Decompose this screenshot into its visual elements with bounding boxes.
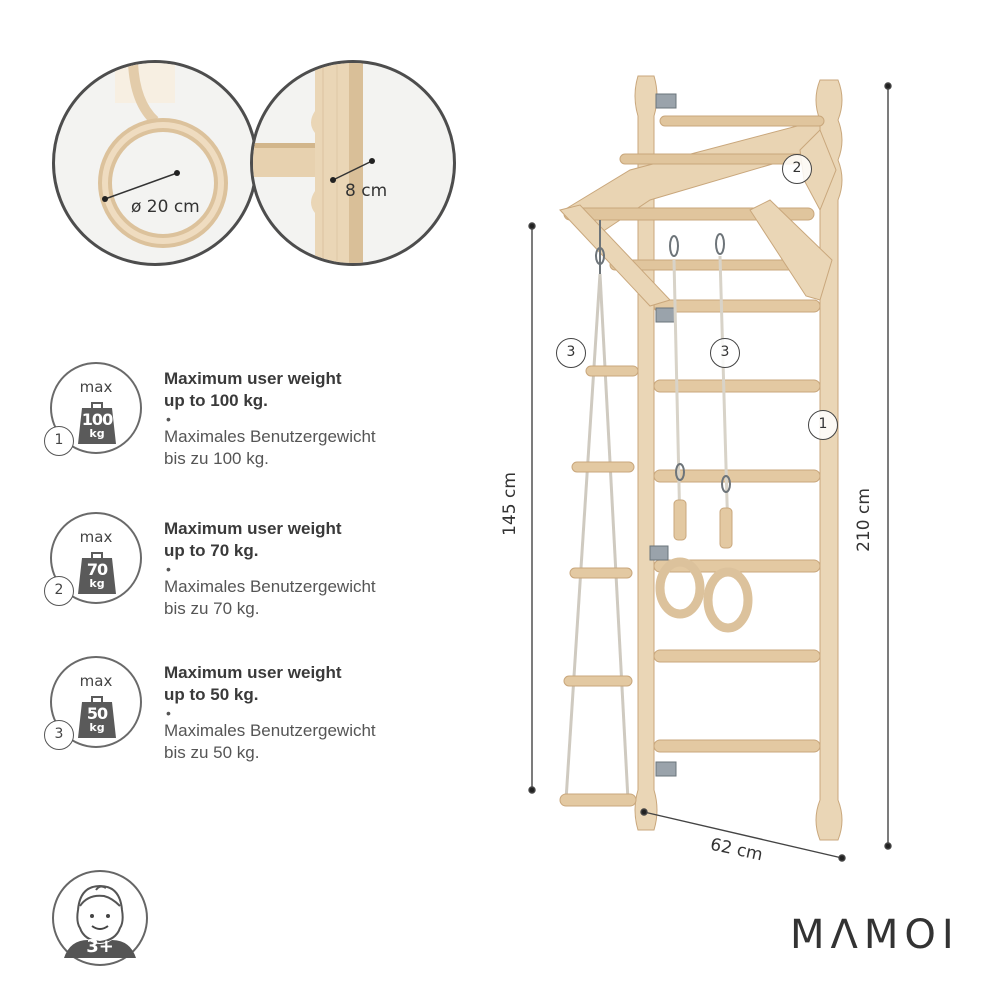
weight-value: 70	[86, 560, 108, 579]
weight-description: Maximum user weight up to 50 kg. • Maxim…	[164, 662, 454, 764]
bullet-separator: •	[166, 705, 171, 721]
weight-unit: kg	[89, 427, 105, 440]
weight-value: 50	[86, 704, 108, 723]
bullet-separator: •	[166, 411, 171, 427]
marker-ladder: 3	[556, 338, 586, 368]
weight-en-line1: Maximum user weight	[164, 663, 342, 682]
kg-weight-icon: 50 kg	[78, 694, 116, 738]
ring-detail-circle: ø 20 cm	[52, 60, 258, 266]
weight-badge: 1	[44, 426, 74, 456]
weight-unit: kg	[89, 577, 105, 590]
bar-detail-circle: 8 cm	[250, 60, 456, 266]
weight-row-2: max 70 kg 2 Maximum user weight up to 70…	[40, 512, 440, 622]
weight-en-line1: Maximum user weight	[164, 369, 342, 388]
kg-weight-icon: 70 kg	[78, 550, 116, 594]
weight-en-line1: Maximum user weight	[164, 519, 342, 538]
weight-en-line2: up to 100 kg.	[164, 391, 268, 410]
weight-badge: 2	[44, 576, 74, 606]
max-label: max	[79, 528, 113, 546]
weight-de-line2: bis zu 100 kg.	[164, 449, 269, 468]
weight-de-line1: Maximales Benutzergewicht	[164, 427, 376, 446]
climbing-wall-illustration	[559, 75, 843, 841]
marker-wall: 1	[808, 410, 838, 440]
weight-unit: kg	[89, 721, 105, 734]
marker-rings: 3	[710, 338, 740, 368]
weight-de-line2: bis zu 50 kg.	[164, 743, 260, 762]
height-ladder-label: 145 cm	[499, 472, 520, 536]
weight-description: Maximum user weight up to 100 kg. • Maxi…	[164, 368, 454, 470]
weight-row-1: max 100 kg 1 Maximum user weight up to 1…	[40, 362, 440, 472]
weight-value: 100	[81, 410, 113, 429]
kg-weight-icon: 100 kg	[78, 400, 116, 444]
height-total-label: 210 cm	[853, 488, 874, 552]
weight-de-line2: bis zu 70 kg.	[164, 599, 260, 618]
age-badge: 3+	[52, 870, 148, 966]
gymnastic-ring-icon	[98, 63, 228, 248]
weight-de-line1: Maximales Benutzergewicht	[164, 577, 376, 596]
weight-en-line2: up to 50 kg.	[164, 685, 259, 704]
age-label: 3+	[86, 936, 114, 957]
ring-diameter-label: ø 20 cm	[131, 197, 200, 217]
weight-badge: 3	[44, 720, 74, 750]
marker-bar: 2	[782, 154, 812, 184]
child-face-icon	[64, 884, 136, 958]
weight-description: Maximum user weight up to 70 kg. • Maxim…	[164, 518, 454, 620]
bar-width-label: 8 cm	[345, 181, 388, 201]
weight-row-3: max 50 kg 3 Maximum user weight up to 50…	[40, 656, 440, 766]
wooden-post-icon	[253, 63, 375, 263]
weight-en-line2: up to 70 kg.	[164, 541, 259, 560]
max-label: max	[79, 378, 113, 396]
max-label: max	[79, 672, 113, 690]
brand-logo: MΛMOI	[790, 912, 960, 958]
weight-de-line1: Maximales Benutzergewicht	[164, 721, 376, 740]
bullet-separator: •	[166, 561, 171, 577]
